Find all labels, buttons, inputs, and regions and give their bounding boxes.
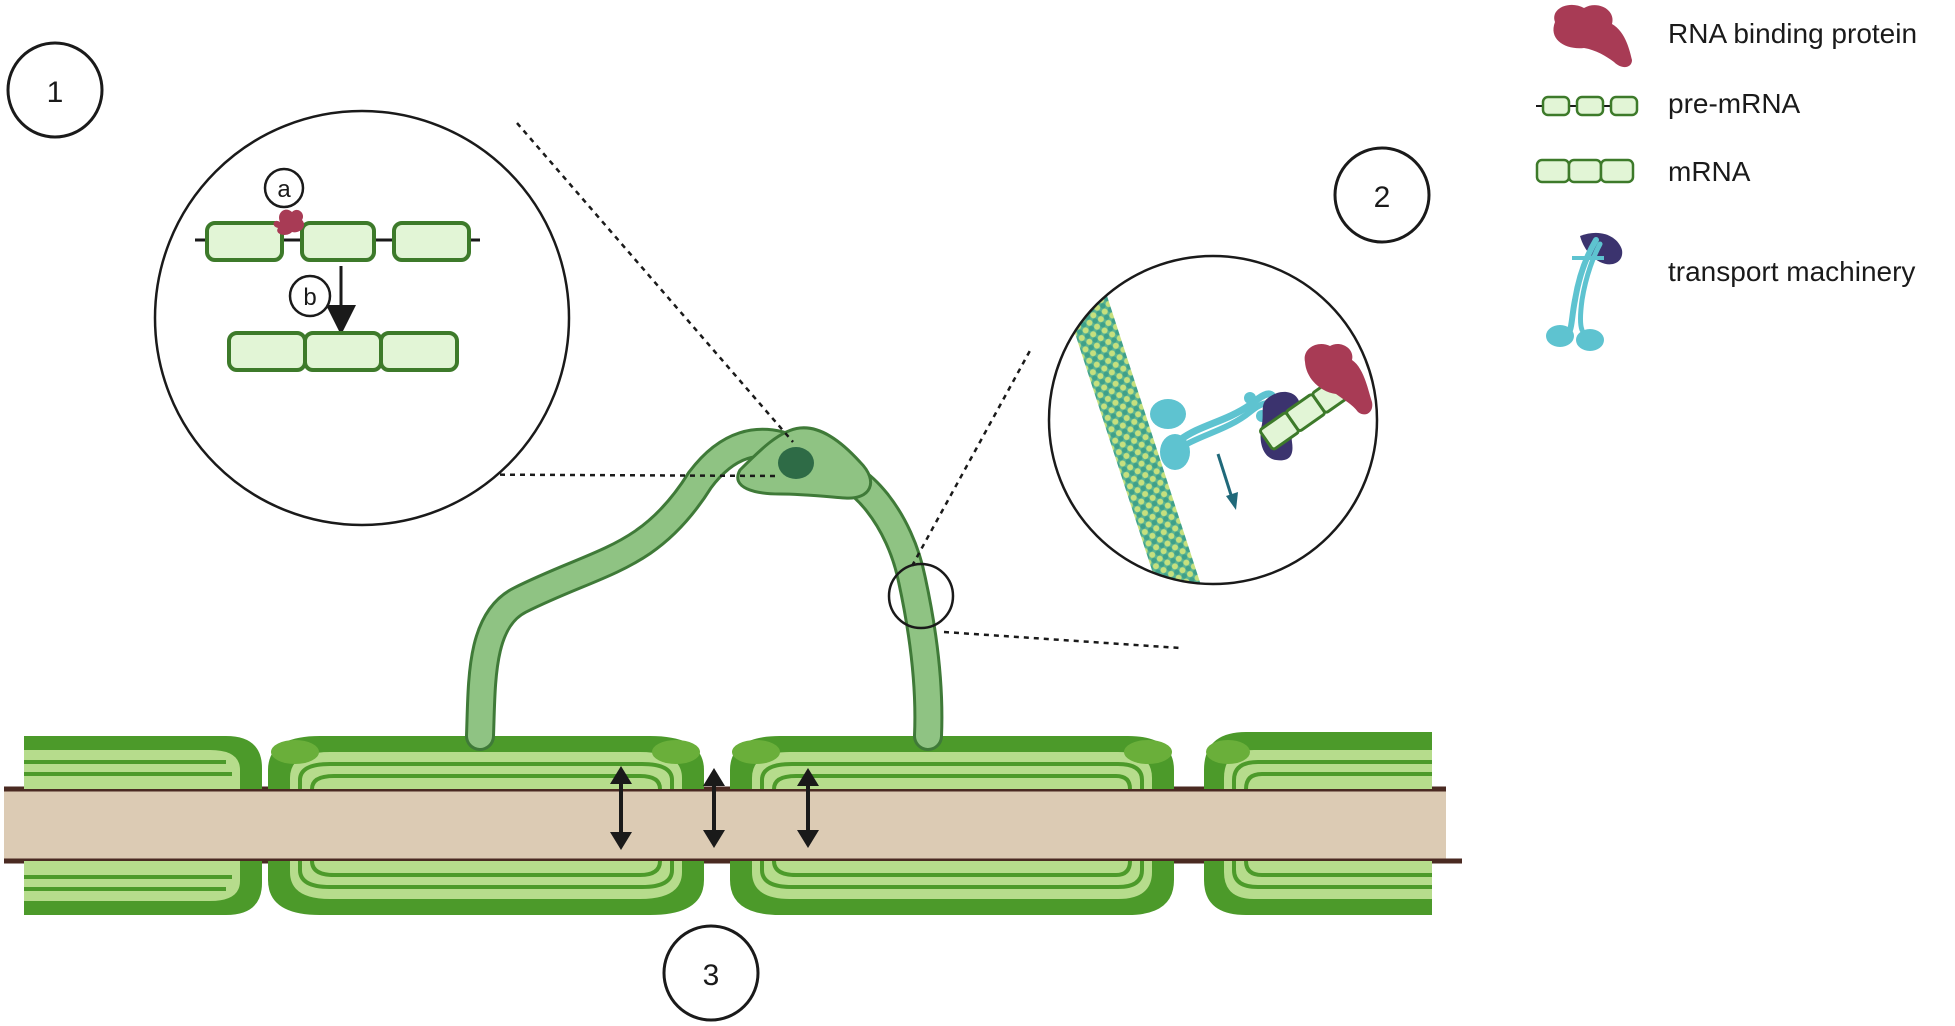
axon [4,791,1446,859]
zoom-inset-transport [1047,254,1379,586]
step-2-label: 2 [1374,181,1391,214]
zoom-connector-2 [910,346,1181,650]
legend-rbp-label: RNA binding protein [1668,18,1918,49]
step-b-label: b [303,284,316,311]
rbp-on-pre-mrna [273,209,305,235]
step-1-marker: 1 [6,41,104,139]
legend [1535,4,1639,351]
mrna-strand [227,331,459,372]
legend-pre-mrna-label: pre-mRNA [1668,88,1801,119]
legend-mrna-icon [1535,158,1635,184]
microtubule [1051,256,1219,584]
pre-mrna-strand [195,221,480,262]
transport-direction-arrow [1216,453,1234,499]
zoom-inset-splicing: a b [153,109,571,527]
rbp-on-mrna [1304,343,1373,415]
exchange-arrow-1 [610,766,632,850]
oligodendrocyte [465,426,944,751]
step-3-label: 3 [703,959,720,992]
step-b-circle [288,274,332,318]
step-2-marker: 2 [1333,146,1431,244]
legend-rbp-icon [1553,4,1632,68]
exchange-arrow-2 [703,768,725,848]
step-a-circle [263,167,305,209]
legend-transport-icon [1546,232,1623,351]
myelin-sheath-3 [730,736,1174,915]
step-1-label: 1 [47,76,64,109]
legend-mrna-label: mRNA [1668,156,1751,187]
myelin-sheath-1 [24,736,262,915]
myelin-sheath-2 [268,736,704,915]
step-a-label: a [277,176,291,203]
myelinated-axon [4,732,1462,915]
nucleus [778,447,814,479]
zoom-source-process [887,562,955,630]
myelin-sheath-4 [1204,732,1432,915]
step-3-marker: 3 [662,924,760,1022]
legend-pre-mrna-icon [1536,95,1639,117]
legend-transport-label: transport machinery [1668,256,1916,287]
exchange-arrow-3 [797,768,819,848]
